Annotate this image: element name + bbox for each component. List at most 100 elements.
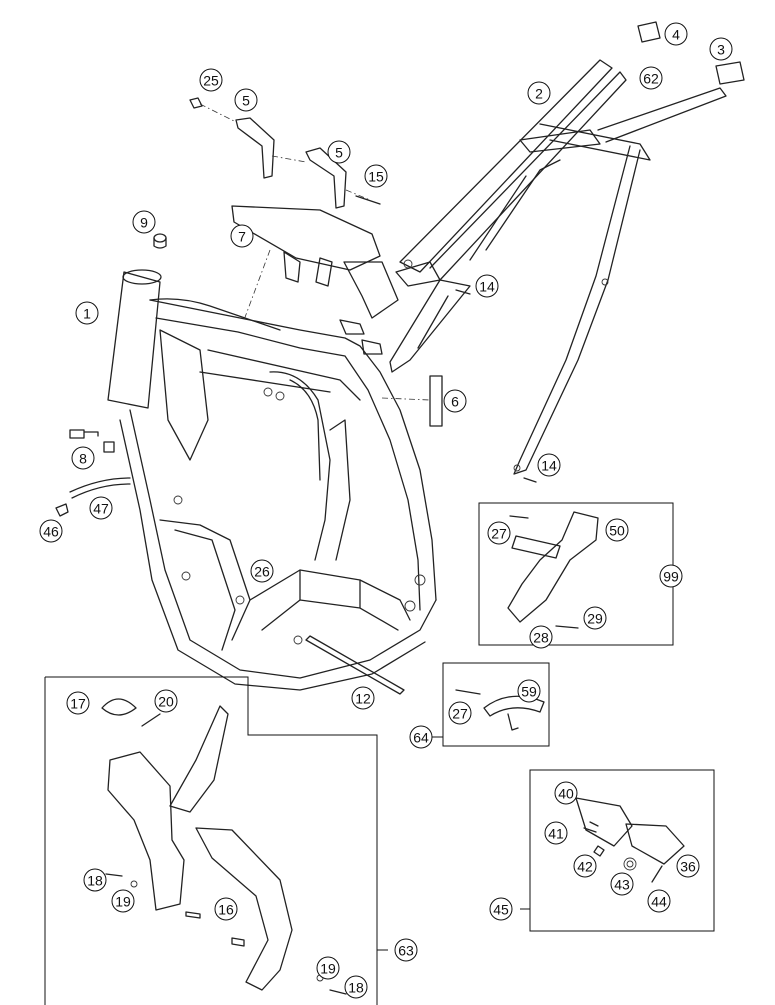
callout-circle	[529, 625, 553, 649]
group-63-frame	[44, 676, 388, 1005]
callout-c46: 46	[39, 519, 63, 543]
callout-circle	[199, 68, 223, 92]
callout-c14b: 14	[537, 453, 561, 477]
callout-label: 64	[413, 730, 429, 746]
callout-label: 12	[355, 691, 371, 707]
callout-circle	[327, 140, 351, 164]
callout-circle	[132, 210, 156, 234]
callout-circle	[664, 22, 688, 46]
callout-label: 42	[577, 859, 593, 875]
callout-label: 36	[680, 859, 696, 875]
callout-circle	[154, 689, 178, 713]
callout-circle	[517, 679, 541, 703]
callout-c29: 29	[583, 606, 607, 630]
callout-c16: 16	[214, 897, 238, 921]
callout-circle	[316, 956, 340, 980]
callout-c40: 40	[554, 781, 578, 805]
callout-c63: 63	[394, 938, 418, 962]
callout-label: 50	[609, 523, 625, 539]
callout-c3: 3	[709, 37, 733, 61]
callout-circle	[409, 725, 433, 749]
callout-circle	[659, 564, 683, 588]
callout-c9: 9	[132, 210, 156, 234]
callout-label: 45	[493, 902, 509, 918]
callout-label: 1	[83, 306, 91, 322]
callout-c28: 28	[529, 625, 553, 649]
callout-c64: 64	[409, 725, 433, 749]
callout-circle	[489, 897, 513, 921]
callout-label: 26	[254, 564, 270, 580]
rear-subframe	[389, 59, 727, 475]
callout-circle	[676, 854, 700, 878]
callout-layer: 1234556789121414151617181819192025262727…	[39, 22, 733, 999]
callout-c4: 4	[664, 22, 688, 46]
top-bracket	[231, 205, 399, 321]
callout-label: 19	[115, 894, 131, 910]
callout-label: 47	[93, 501, 109, 517]
small-hardware	[305, 289, 537, 695]
callout-c99: 99	[659, 564, 683, 588]
callout-circle	[230, 224, 254, 248]
callout-label: 7	[238, 229, 246, 245]
callout-c15: 15	[364, 164, 388, 188]
callout-label: 99	[663, 569, 679, 585]
callout-label: 62	[643, 71, 659, 87]
group-64-frame	[432, 662, 550, 747]
callout-circle	[111, 889, 135, 913]
callout-c6: 6	[443, 389, 467, 413]
callout-c43: 43	[610, 872, 634, 896]
main-frame	[55, 233, 437, 691]
callout-label: 40	[558, 786, 574, 802]
callout-c8: 8	[71, 446, 95, 470]
callout-label: 43	[614, 877, 630, 893]
callout-c14a: 14	[475, 274, 499, 298]
callout-c62: 62	[639, 66, 663, 90]
callout-circle	[554, 781, 578, 805]
callout-circle	[709, 37, 733, 61]
callout-label: 41	[548, 826, 564, 842]
upper-brackets	[189, 97, 381, 209]
callout-label: 3	[717, 42, 725, 58]
callout-circle	[610, 872, 634, 896]
callout-label: 19	[320, 961, 336, 977]
callout-circle	[66, 691, 90, 715]
callout-c12: 12	[351, 686, 375, 710]
callout-circle	[83, 868, 107, 892]
callout-label: 27	[452, 706, 468, 722]
callout-label: 18	[348, 980, 364, 996]
callout-circle	[250, 559, 274, 583]
callout-circle	[475, 274, 499, 298]
callout-circle	[351, 686, 375, 710]
callout-label: 29	[587, 611, 603, 627]
callout-circle	[443, 389, 467, 413]
callout-circle	[394, 938, 418, 962]
callout-label: 17	[70, 696, 86, 712]
callout-c18a: 18	[83, 868, 107, 892]
callout-c41: 41	[544, 821, 568, 845]
callout-c18b: 18	[344, 975, 368, 999]
callout-label: 8	[79, 451, 87, 467]
callout-label: 14	[479, 279, 495, 295]
callout-circle	[573, 854, 597, 878]
callout-c27b: 27	[448, 701, 472, 725]
end-caps	[637, 21, 745, 85]
callout-label: 25	[203, 73, 219, 89]
callout-c2: 2	[527, 81, 551, 105]
callout-label: 28	[533, 630, 549, 646]
callout-c42: 42	[573, 854, 597, 878]
group-45-frame	[520, 769, 715, 932]
callout-c27a: 27	[487, 521, 511, 545]
callout-label: 27	[491, 526, 507, 542]
callout-c36: 36	[676, 854, 700, 878]
callout-label: 44	[651, 894, 667, 910]
callout-c26: 26	[250, 559, 274, 583]
callout-circle	[537, 453, 561, 477]
callout-c17: 17	[66, 691, 90, 715]
callout-c19a: 19	[111, 889, 135, 913]
callout-c44: 44	[647, 889, 671, 913]
callout-circle	[544, 821, 568, 845]
callout-c1: 1	[75, 301, 99, 325]
callout-label: 9	[140, 215, 148, 231]
callout-circle	[75, 301, 99, 325]
callout-circle	[605, 518, 629, 542]
